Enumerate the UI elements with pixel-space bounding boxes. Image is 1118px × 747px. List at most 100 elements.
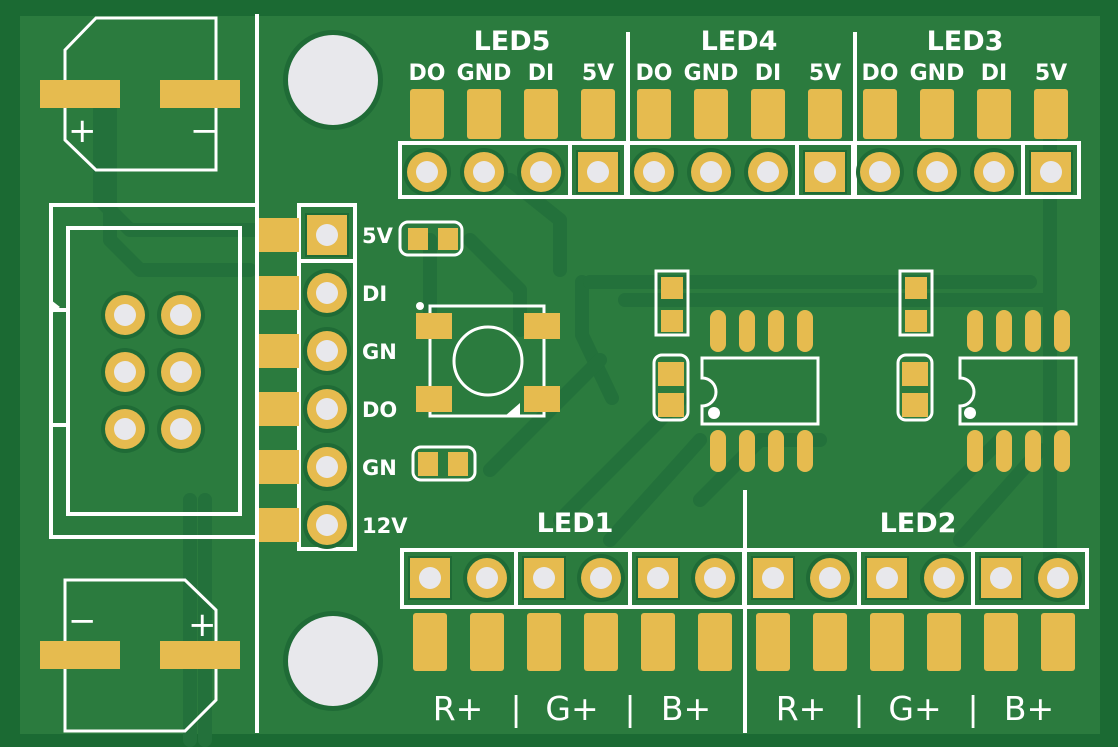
edge-pad bbox=[259, 276, 299, 310]
smd-pad bbox=[467, 89, 501, 139]
header-pin bbox=[920, 554, 968, 602]
edge-pad bbox=[259, 450, 299, 484]
pin-label: DO bbox=[636, 61, 673, 86]
header-pin bbox=[1029, 150, 1073, 194]
header-pin bbox=[517, 148, 565, 196]
smd-pad bbox=[527, 613, 561, 671]
ic-pin bbox=[1054, 310, 1070, 352]
side-pin-label: DI bbox=[362, 282, 387, 306]
polarity-minus: − bbox=[68, 601, 97, 641]
ic-pin bbox=[797, 310, 813, 352]
tactile-button[interactable] bbox=[416, 302, 560, 418]
smd-pad bbox=[470, 613, 504, 671]
side-pin-label: DO bbox=[362, 398, 397, 422]
connector-2x3 bbox=[49, 203, 259, 539]
ic-pin bbox=[739, 430, 755, 472]
smd-pad bbox=[413, 613, 447, 671]
pin-label: GND bbox=[457, 61, 512, 86]
capacitor-top: + − bbox=[40, 16, 240, 172]
ic-left bbox=[652, 269, 820, 472]
label-separator: | bbox=[624, 689, 635, 728]
ic-pin bbox=[967, 430, 983, 472]
side-pin-label: GN bbox=[362, 340, 397, 364]
ic-pin bbox=[797, 430, 813, 472]
header-pin bbox=[630, 148, 678, 196]
header-pin bbox=[751, 556, 795, 600]
channel-label: R+ bbox=[433, 689, 484, 728]
smd-pad bbox=[977, 89, 1011, 139]
pin-label: GND bbox=[684, 61, 739, 86]
header-pin bbox=[687, 148, 735, 196]
label-separator: | bbox=[967, 689, 978, 728]
smd-pad bbox=[1041, 613, 1075, 671]
ic-pin bbox=[967, 310, 983, 352]
header-title: LED1 bbox=[537, 508, 614, 539]
edge-pad bbox=[259, 508, 299, 542]
header-pin bbox=[744, 148, 792, 196]
header-pin bbox=[636, 556, 680, 600]
connector-pin bbox=[157, 405, 205, 453]
smd-pad bbox=[581, 89, 615, 139]
header-pin bbox=[970, 148, 1018, 196]
pin-label: 5V bbox=[582, 61, 614, 86]
pin-label: 5V bbox=[809, 61, 841, 86]
side-header-pin bbox=[303, 501, 351, 549]
channel-label: G+ bbox=[888, 689, 941, 728]
mounting-hole-bottom bbox=[283, 611, 383, 711]
header-pin bbox=[691, 554, 739, 602]
header-pin bbox=[576, 150, 620, 194]
side-header-pin bbox=[303, 385, 351, 433]
ic-pin bbox=[768, 430, 784, 472]
smd-resistor-1 bbox=[398, 220, 464, 257]
header-title: LED3 bbox=[927, 26, 1004, 57]
pin-label: 5V bbox=[1035, 61, 1067, 86]
header-pin bbox=[408, 556, 452, 600]
side-header-pin bbox=[303, 269, 351, 317]
edge-pad bbox=[259, 334, 299, 368]
smd-pad bbox=[637, 89, 671, 139]
connector-pin bbox=[101, 291, 149, 339]
channel-label: G+ bbox=[545, 689, 598, 728]
capacitor-bottom: − + bbox=[40, 578, 240, 733]
smd-pad bbox=[920, 89, 954, 139]
header-pin bbox=[803, 150, 847, 194]
ic-pin bbox=[710, 310, 726, 352]
pin-label: GND bbox=[910, 61, 965, 86]
mounting-hole-top bbox=[283, 30, 383, 130]
side-header bbox=[259, 203, 357, 551]
smd-pad bbox=[1034, 89, 1068, 139]
channel-label: R+ bbox=[776, 689, 827, 728]
smd-pad bbox=[863, 89, 897, 139]
side-pin-label: 5V bbox=[362, 224, 394, 248]
pin-label: DI bbox=[755, 61, 781, 86]
header-pin bbox=[463, 554, 511, 602]
connector-pin bbox=[101, 348, 149, 396]
side-header-pin bbox=[305, 213, 349, 257]
connector-pin bbox=[157, 348, 205, 396]
smd-pad bbox=[698, 613, 732, 671]
label-separator: | bbox=[510, 689, 521, 728]
smd-pad bbox=[410, 89, 444, 139]
smd-pad bbox=[870, 613, 904, 671]
polarity-plus: + bbox=[68, 111, 97, 151]
smd-pad bbox=[984, 613, 1018, 671]
side-header-pin bbox=[303, 327, 351, 375]
edge-pad bbox=[259, 218, 299, 252]
header-pin bbox=[856, 148, 904, 196]
header-pin bbox=[403, 148, 451, 196]
header-title: LED2 bbox=[880, 508, 957, 539]
connector-pin bbox=[101, 405, 149, 453]
header-pin bbox=[577, 554, 625, 602]
header-title: LED4 bbox=[701, 26, 778, 57]
smd-pad bbox=[756, 613, 790, 671]
connector-pin bbox=[157, 291, 205, 339]
pin-label: DI bbox=[528, 61, 554, 86]
smd-pad bbox=[524, 89, 558, 139]
channel-label: B+ bbox=[1004, 689, 1054, 728]
label-separator: | bbox=[853, 689, 864, 728]
ic-pin bbox=[739, 310, 755, 352]
